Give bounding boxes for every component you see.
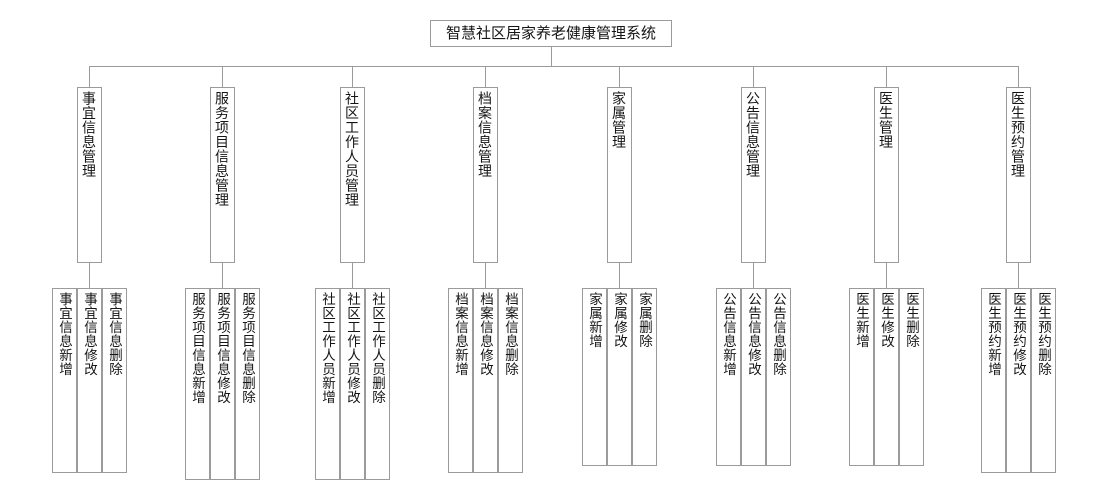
leaf-node-6-2-label: 公告信息修改 (746, 292, 761, 376)
leaf-node-5-3[interactable]: 家属删除 (632, 288, 657, 466)
leaf-node-5-1-label: 家属新增 (587, 292, 602, 348)
leaf-node-4-1[interactable]: 档案信息新增 (448, 288, 473, 473)
root-node-label: 智慧社区居家养老健康管理系统 (445, 25, 656, 42)
leaf-drop-line-2 (222, 263, 223, 288)
level1-drop-line-3 (352, 66, 353, 87)
leaf-node-3-1-label: 社区工作人员新增 (320, 292, 335, 404)
branch-node-3-label: 社区工作人员管理 (344, 91, 360, 207)
root-node[interactable]: 智慧社区居家养老健康管理系统 (430, 20, 672, 47)
level1-drop-line-5 (619, 66, 620, 87)
leaf-node-6-3[interactable]: 公告信息删除 (766, 288, 791, 466)
leaf-node-4-2-label: 档案信息修改 (478, 292, 493, 376)
branch-node-1[interactable]: 事宜信息管理 (77, 87, 102, 263)
branch-node-2-label: 服务项目信息管理 (214, 91, 230, 207)
leaf-node-7-3-label: 医生删除 (904, 292, 919, 348)
branch-node-7-label: 医生管理 (878, 91, 894, 149)
leaf-node-4-1-label: 档案信息新增 (453, 292, 468, 376)
leaf-node-7-3[interactable]: 医生删除 (899, 288, 924, 466)
leaf-node-5-3-label: 家属删除 (637, 292, 652, 348)
leaf-node-8-1-label: 医生预约新增 (986, 292, 1001, 376)
level1-drop-line-4 (485, 66, 486, 87)
branch-node-6-label: 公告信息管理 (745, 91, 761, 178)
leaf-node-6-1-label: 公告信息新增 (721, 292, 736, 376)
leaf-node-2-3-label: 服务项目信息删除 (240, 292, 255, 404)
leaf-node-7-1-label: 医生新增 (854, 292, 869, 348)
leaf-node-1-1[interactable]: 事宜信息新增 (52, 288, 77, 473)
leaf-node-1-1-label: 事宜信息新增 (57, 292, 72, 376)
leaf-node-6-1[interactable]: 公告信息新增 (716, 288, 741, 466)
leaf-node-1-3-label: 事宜信息删除 (107, 292, 122, 376)
leaf-node-5-1[interactable]: 家属新增 (582, 288, 607, 466)
leaf-node-2-2-label: 服务项目信息修改 (215, 292, 230, 404)
leaf-node-1-2-label: 事宜信息修改 (82, 292, 97, 376)
branch-node-7[interactable]: 医生管理 (874, 87, 899, 263)
leaf-node-5-2[interactable]: 家属修改 (607, 288, 632, 466)
branch-node-6[interactable]: 公告信息管理 (741, 87, 766, 263)
leaf-node-2-3[interactable]: 服务项目信息删除 (235, 288, 260, 480)
leaf-drop-line-8 (1018, 263, 1019, 288)
root-drop-line (551, 47, 552, 66)
leaf-node-4-3[interactable]: 档案信息删除 (498, 288, 523, 473)
branch-node-4[interactable]: 档案信息管理 (473, 87, 498, 263)
branch-node-8-label: 医生预约管理 (1010, 91, 1026, 178)
branch-node-1-label: 事宜信息管理 (81, 91, 97, 178)
leaf-drop-line-5 (619, 263, 620, 288)
level1-drop-line-8 (1018, 66, 1019, 87)
leaf-drop-line-7 (886, 263, 887, 288)
leaf-node-2-1[interactable]: 服务项目信息新增 (185, 288, 210, 480)
leaf-node-1-2[interactable]: 事宜信息修改 (77, 288, 102, 473)
leaf-node-8-1[interactable]: 医生预约新增 (981, 288, 1006, 473)
leaf-node-2-1-label: 服务项目信息新增 (190, 292, 205, 404)
branch-node-8[interactable]: 医生预约管理 (1006, 87, 1031, 263)
leaf-node-1-3[interactable]: 事宜信息删除 (102, 288, 127, 473)
level1-drop-line-7 (886, 66, 887, 87)
level1-drop-line-1 (89, 66, 90, 87)
leaf-drop-line-3 (352, 263, 353, 288)
branch-node-2[interactable]: 服务项目信息管理 (210, 87, 235, 263)
leaf-node-3-2[interactable]: 社区工作人员修改 (340, 288, 365, 480)
leaf-node-2-2[interactable]: 服务项目信息修改 (210, 288, 235, 480)
leaf-drop-line-1 (89, 263, 90, 288)
leaf-node-7-1[interactable]: 医生新增 (849, 288, 874, 466)
leaf-node-6-2[interactable]: 公告信息修改 (741, 288, 766, 466)
leaf-node-3-2-label: 社区工作人员修改 (345, 292, 360, 404)
leaf-node-8-2[interactable]: 医生预约修改 (1006, 288, 1031, 473)
leaf-node-8-3[interactable]: 医生预约删除 (1031, 288, 1056, 473)
branch-node-4-label: 档案信息管理 (477, 91, 493, 178)
leaf-drop-line-4 (485, 263, 486, 288)
leaf-node-4-2[interactable]: 档案信息修改 (473, 288, 498, 473)
leaf-node-7-2-label: 医生修改 (879, 292, 894, 348)
leaf-node-3-1[interactable]: 社区工作人员新增 (315, 288, 340, 480)
leaf-node-8-3-label: 医生预约删除 (1036, 292, 1051, 376)
level1-drop-line-6 (753, 66, 754, 87)
leaf-drop-line-6 (753, 263, 754, 288)
leaf-node-5-2-label: 家属修改 (612, 292, 627, 348)
leaf-node-6-3-label: 公告信息删除 (771, 292, 786, 376)
branch-node-3[interactable]: 社区工作人员管理 (340, 87, 365, 263)
branch-node-5[interactable]: 家属管理 (607, 87, 632, 263)
level1-bus-line (89, 66, 1019, 67)
leaf-node-4-3-label: 档案信息删除 (503, 292, 518, 376)
leaf-node-7-2[interactable]: 医生修改 (874, 288, 899, 466)
leaf-node-8-2-label: 医生预约修改 (1011, 292, 1026, 376)
leaf-node-3-3-label: 社区工作人员删除 (370, 292, 385, 404)
level1-drop-line-2 (222, 66, 223, 87)
leaf-node-3-3[interactable]: 社区工作人员删除 (365, 288, 390, 480)
branch-node-5-label: 家属管理 (611, 91, 627, 149)
